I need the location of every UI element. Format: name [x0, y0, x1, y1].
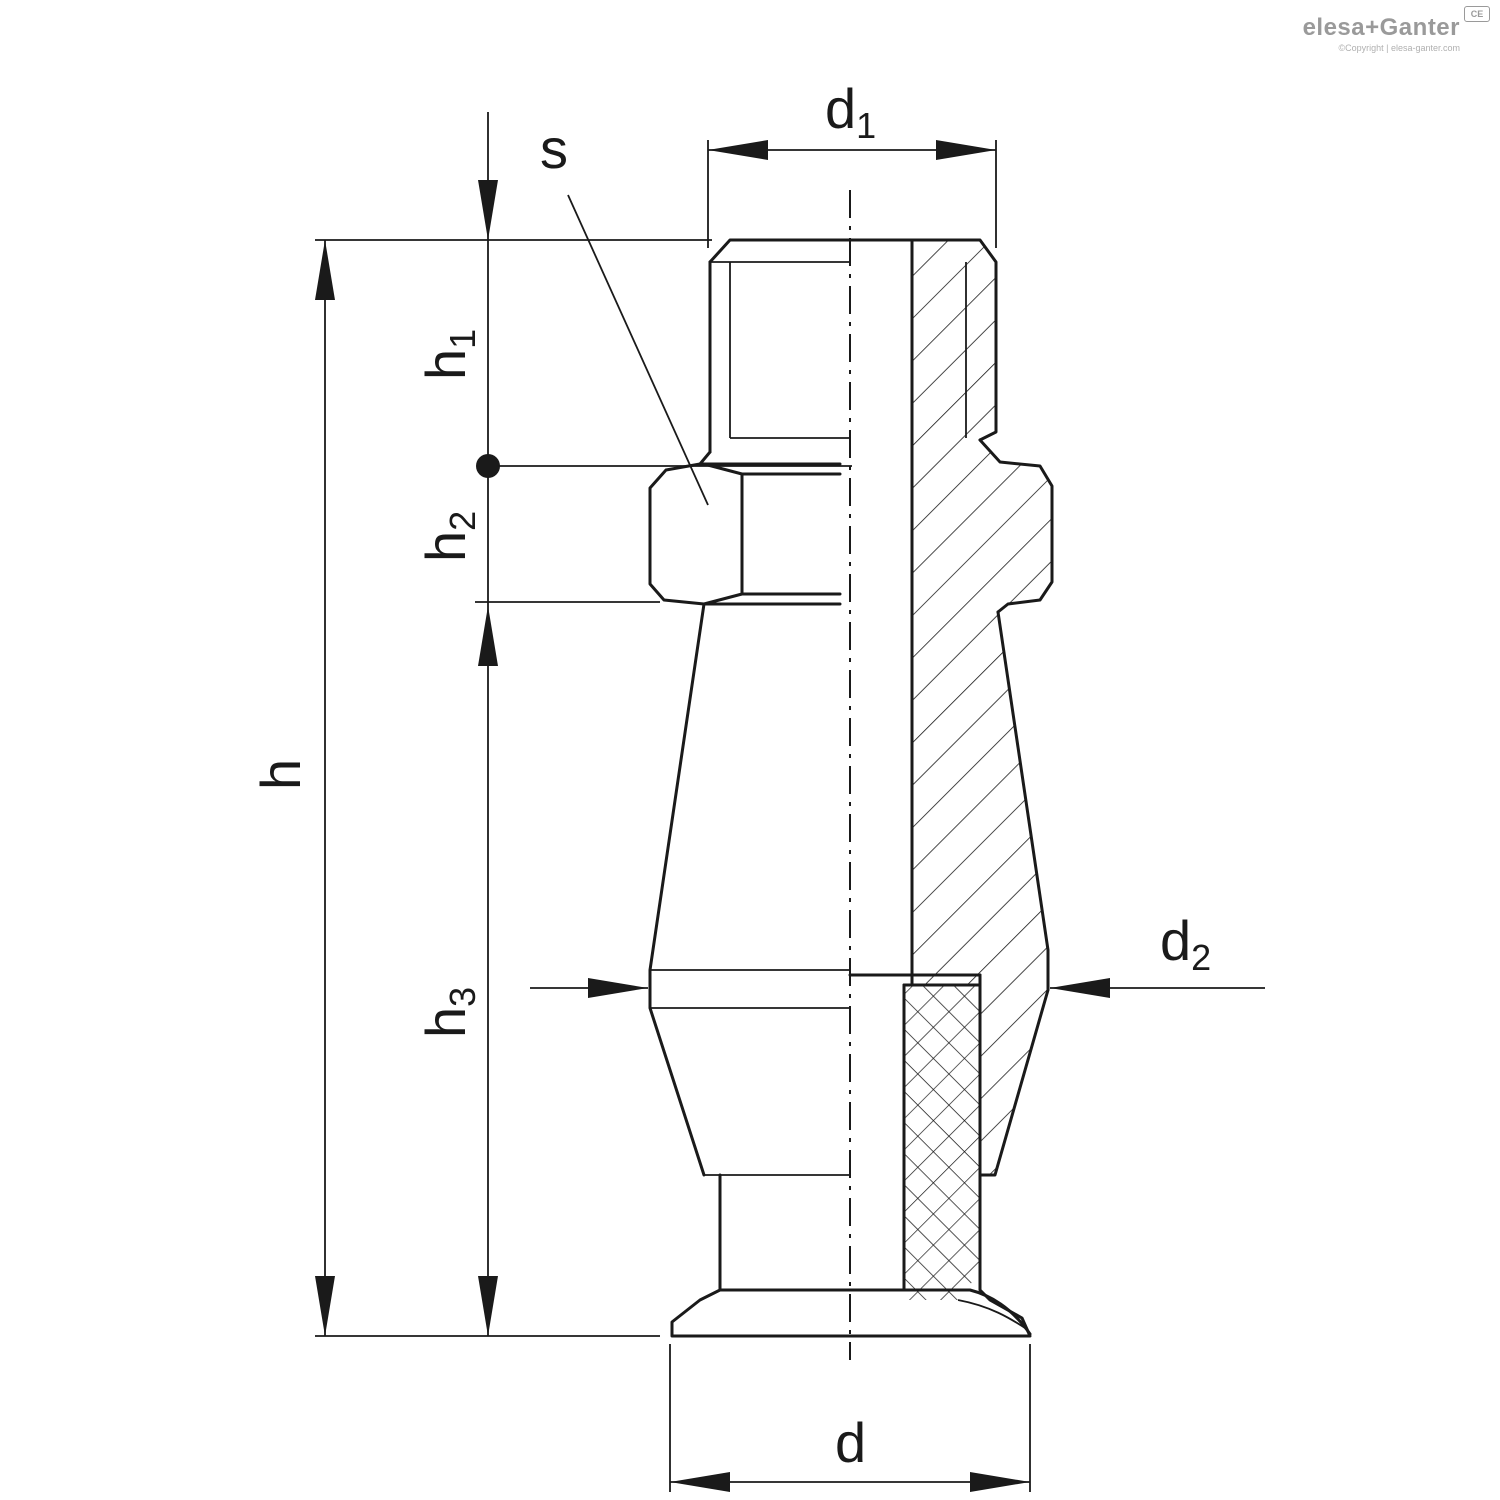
label-d1: d1: [825, 77, 876, 146]
dimension-h: h: [249, 239, 712, 1337]
label-d2: d2: [1160, 909, 1211, 978]
logo-elesa: elesa: [1302, 14, 1366, 41]
label-h1: h1: [414, 329, 483, 380]
label-h3: h3: [414, 987, 483, 1038]
dimension-s: s: [540, 117, 709, 506]
brand-logo: elesa+Ganter ©Copyright | elesa-ganter.c…: [1302, 6, 1490, 53]
ce-mark-icon: CE: [1464, 6, 1490, 22]
label-h: h: [249, 759, 312, 790]
logo-plus: +: [1365, 14, 1380, 41]
logo-ganter: Ganter: [1379, 14, 1460, 41]
section-hatch: [904, 240, 1052, 1300]
label-d: d: [835, 1411, 866, 1474]
part-outline: [648, 238, 1054, 1338]
dimension-d2: d2: [530, 909, 1265, 998]
logo-copyright: ©Copyright | elesa-ganter.com: [1338, 43, 1460, 53]
dimension-h1-h2-h3: h1 h2 h3: [414, 112, 852, 1336]
label-h2: h2: [414, 511, 483, 562]
label-s: s: [540, 117, 568, 180]
dimension-d: d: [669, 1344, 1031, 1492]
dimension-d1: d1: [707, 77, 997, 248]
